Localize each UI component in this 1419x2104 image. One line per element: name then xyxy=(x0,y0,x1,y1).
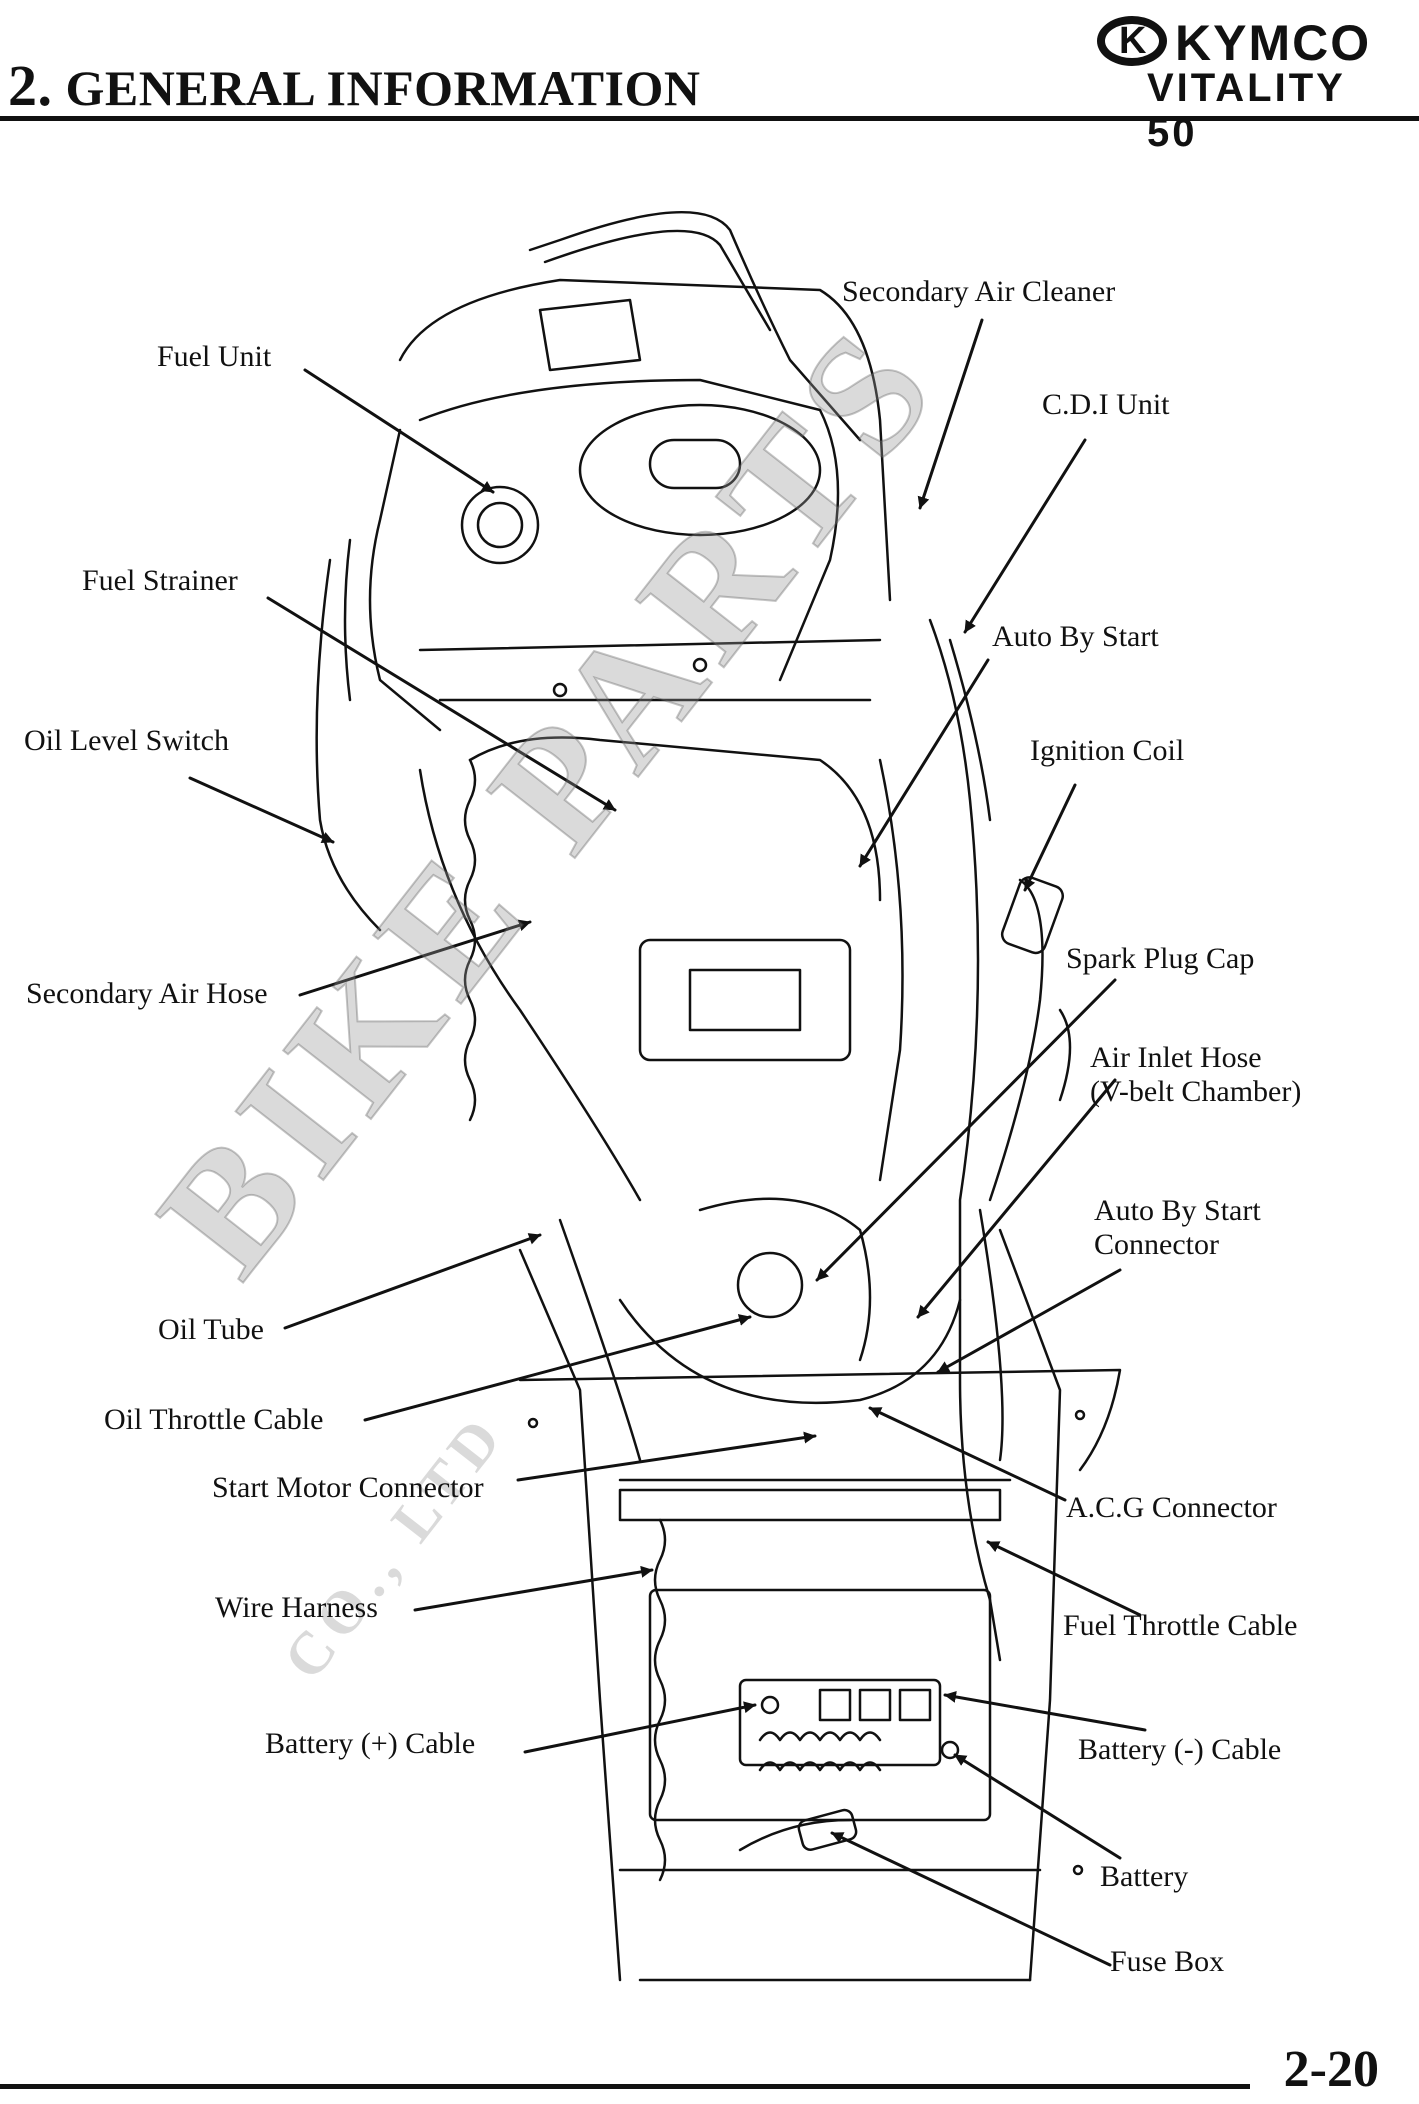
label-auto-by-start-connector-line2: Connector xyxy=(1094,1228,1219,1261)
label-cdi-unit: C.D.I Unit xyxy=(1042,388,1170,421)
label-battery: Battery xyxy=(1100,1860,1189,1893)
callout-leaders xyxy=(188,318,1147,1967)
label-fuel-throttle-cable: Fuel Throttle Cable xyxy=(1063,1609,1298,1642)
label-air-inlet-hose-line2: (V-belt Chamber) xyxy=(1090,1075,1302,1108)
footer-rule xyxy=(0,2084,1250,2089)
label-auto-by-start: Auto By Start xyxy=(992,620,1159,653)
label-fuel-unit: Fuel Unit xyxy=(157,340,272,373)
label-battery-plus-cable: Battery (+) Cable xyxy=(265,1727,476,1760)
wiring-routing-diagram xyxy=(188,210,1147,1982)
label-oil-tube: Oil Tube xyxy=(158,1313,264,1346)
label-ignition-coil: Ignition Coil xyxy=(1030,734,1185,767)
page-number: 2-20 xyxy=(1283,2041,1379,2098)
label-secondary-air-cleaner: Secondary Air Cleaner xyxy=(842,275,1116,308)
kymco-logo-icon xyxy=(1097,16,1167,66)
brand-logo-block: KYMCO VITALITY 50 xyxy=(1069,8,1409,155)
label-air-inlet-hose-line1: Air Inlet Hose xyxy=(1090,1041,1262,1074)
label-battery-minus-cable: Battery (-) Cable xyxy=(1078,1733,1282,1766)
label-fuse-box: Fuse Box xyxy=(1110,1945,1225,1978)
section-title-text: GENERAL INFORMATION xyxy=(65,60,701,116)
section-title: 2. GENERAL INFORMATION xyxy=(8,52,701,119)
section-number: 2. xyxy=(8,53,53,118)
label-acg-connector: A.C.G Connector xyxy=(1066,1491,1277,1524)
label-oil-throttle-cable: Oil Throttle Cable xyxy=(104,1403,324,1436)
header-rule xyxy=(0,116,1419,121)
label-fuel-strainer: Fuel Strainer xyxy=(82,564,238,597)
label-spark-plug-cap: Spark Plug Cap xyxy=(1066,942,1255,975)
label-auto-by-start-connector-line1: Auto By Start xyxy=(1094,1194,1261,1227)
brand-name: KYMCO xyxy=(1175,15,1372,71)
label-wire-harness: Wire Harness xyxy=(215,1591,378,1624)
label-start-motor-connector: Start Motor Connector xyxy=(212,1471,484,1504)
frame-outline xyxy=(315,210,1122,1982)
label-oil-level-switch: Oil Level Switch xyxy=(24,724,229,757)
label-secondary-air-hose: Secondary Air Hose xyxy=(26,977,268,1010)
